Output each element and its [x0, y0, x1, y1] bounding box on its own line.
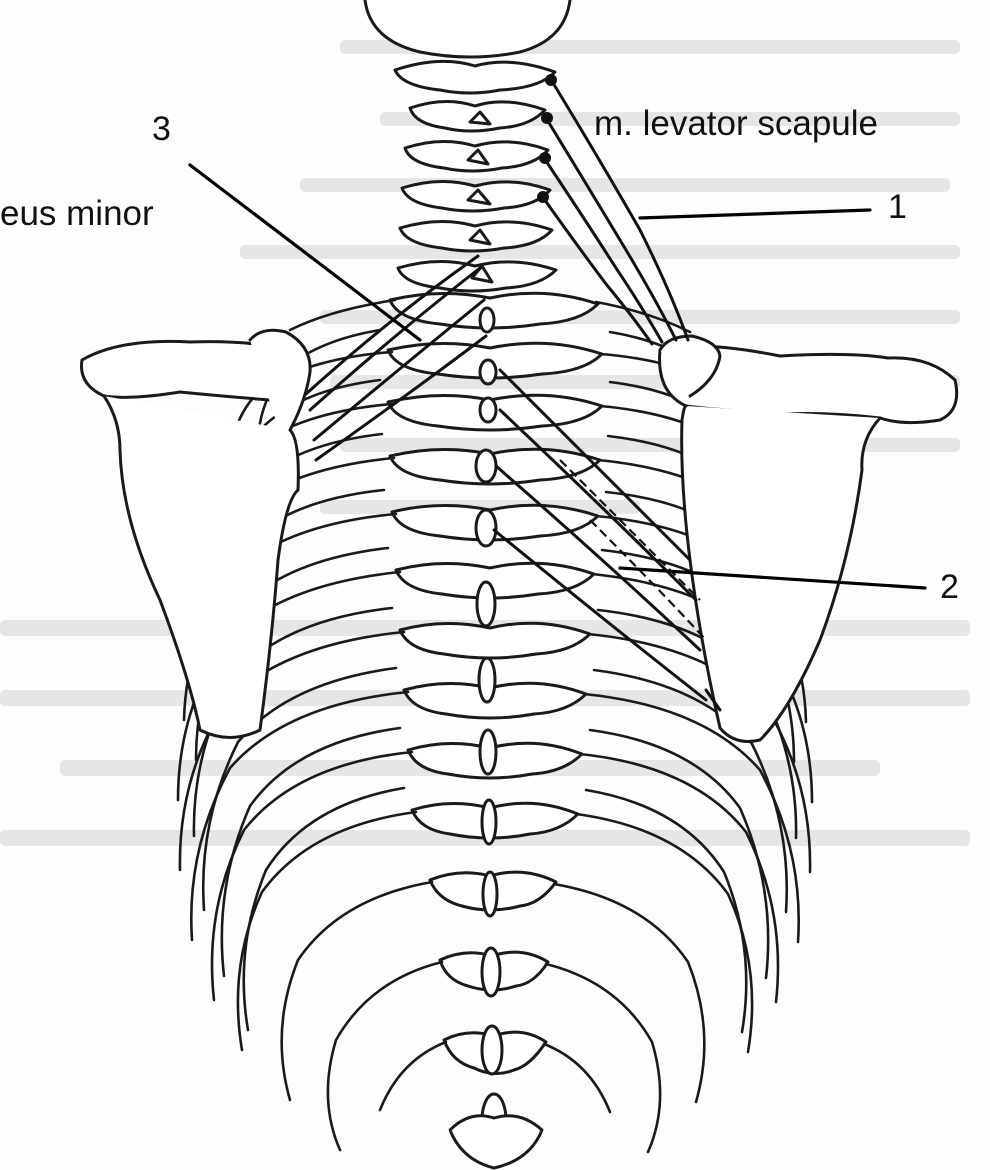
label-3: 3	[152, 112, 171, 146]
leader-1	[640, 210, 870, 218]
spinous-processes	[476, 308, 506, 1146]
left-scapula	[81, 330, 310, 737]
label-1: 1	[888, 190, 907, 224]
label-rhomboideus-minor: eus minor	[0, 196, 154, 231]
label-levator-scapule: m. levator scapule	[594, 106, 878, 141]
lumbar-base	[450, 1116, 542, 1168]
right-scapula	[660, 336, 957, 742]
label-2: 2	[940, 570, 959, 604]
